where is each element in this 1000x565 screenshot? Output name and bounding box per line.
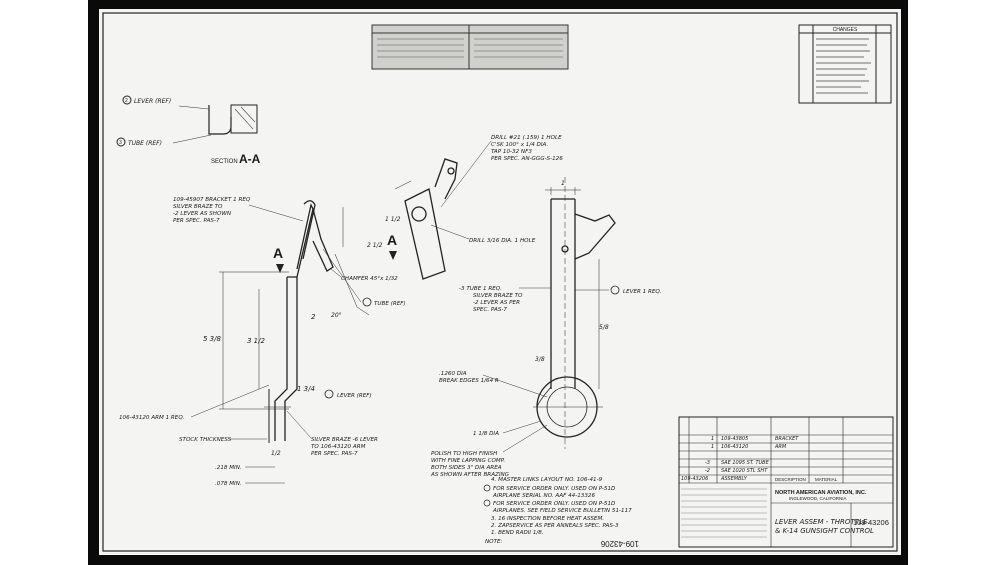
note-2: 2. ZAPSERVICE AS PER ANNEALS SPEC. PAS-3 [491, 523, 619, 529]
dim-offset: 2 [311, 313, 316, 321]
note-service-3: FOR SERVICE ORDER ONLY. USED ON P-51D [493, 501, 616, 507]
note-header: NOTE: [485, 539, 503, 545]
drill-top-4: PER SPEC. AN-GGG-S-126 [491, 156, 563, 162]
dim-lever-width: 5/8 [599, 324, 609, 331]
polish-1: POLISH TO HIGH FINISH [431, 451, 498, 457]
spec-table [371, 24, 569, 70]
hole-dia-1: .1260 DIA [439, 371, 467, 377]
drill-top-1: DRILL #21 (.159) 1 HOLE [491, 135, 562, 141]
chamfer: CHAMFER 45°x 1/32 [341, 276, 398, 282]
tube-req-4: SPEC. PAS-7 [473, 307, 507, 313]
note-service-2: AIRPLANE SERIAL NO. AAF 44-13326 [492, 493, 595, 499]
callouts: 109-45907 BRACKET 1 REQ SILVER BRAZE TO … [119, 135, 662, 487]
margin-number: 109-43206 [600, 539, 639, 548]
section-arrows: A A [273, 232, 397, 273]
silver-braze-3: PER SPEC. PAS-7 [311, 451, 358, 457]
silver-braze-2: TO 106-43120 ARM [311, 444, 366, 450]
section-tube-callout: TUBE (REF) [128, 140, 162, 147]
bracket-callout-2: SILVER BRAZE TO [173, 204, 223, 210]
lever-ref: LEVER (REF) [337, 393, 372, 399]
pl-row1-qty: 1 [711, 436, 714, 442]
pl-row4-desc: SAE 1020 STL SHT [721, 468, 768, 474]
dim-stock: 1/2 [271, 450, 281, 457]
dimensions: 5 3/8 3 1/2 2 20° 1 3/4 1 1/2 1/2 2 1/2 … [203, 180, 609, 457]
note-1: 1. BEND RADII 1/8. [491, 530, 544, 536]
pl-row4-qty: -2 [705, 468, 710, 474]
revisions-header: CHANGES [833, 27, 858, 33]
drill-dia: DRILL 3/16 DIA. 1 HOLE [469, 238, 536, 244]
bracket-callout-1: 109-45907 BRACKET 1 REQ [173, 197, 251, 203]
section-letter-a-right: A [387, 232, 397, 248]
pl-row2-qty: 1 [711, 444, 714, 450]
tube-req-3: -2 LEVER AS PER [473, 300, 520, 306]
dim-overall-height: 5 3/8 [203, 335, 221, 343]
pl-row5-desc: ASSEMBLY [720, 476, 748, 482]
dim-bend: 1 3/4 [297, 385, 315, 393]
polish-3: BOTH SIDES 3" DIA AREA [431, 465, 502, 471]
tube-req-1: -3 TUBE 1 REQ. [459, 286, 502, 292]
drill-bracket [394, 158, 458, 280]
company-city: INGLEWOOD, CALIFORNIA [789, 496, 847, 501]
outer-dia: 1 1/8 DIA [473, 431, 499, 437]
stock-callout: STOCK THICKNESS [179, 437, 232, 443]
dim-218: .218 MIN. [215, 465, 242, 471]
svg-text:3: 3 [119, 140, 122, 146]
description-header: DESCRIPTION [775, 477, 806, 482]
tube-req-2: SILVER BRAZE TO [473, 293, 523, 299]
note-3: 3. 16 INSPECTION BEFORE HEAT ASSEM. [491, 516, 604, 522]
dim-lever-height: 3 1/2 [247, 337, 265, 345]
dim-078: .078 MIN. [215, 481, 242, 487]
hole-dia-2: BREAK EDGES 1/64 R [439, 378, 499, 384]
note-service-4: AIRPLANES. SEE FIELD SERVICE BULLETIN 51… [492, 508, 632, 514]
drill-top-3: TAP 10-32 NF3 [491, 149, 532, 155]
drawing-sheet: CHANGES 2 LEVER (REF) 3 TUBE (REF) SECTI… [99, 9, 901, 555]
drawing-border [102, 12, 898, 552]
arm-callout: 106-43120 ARM 1 REQ. [119, 415, 185, 421]
tube-ref-callout: TUBE (REF) [374, 301, 406, 307]
polish-2: WITH FINE LAPPING COMP. [431, 458, 505, 464]
dim-bracket-height: 1 1/2 [385, 216, 401, 223]
pl-row3-qty: -3 [705, 460, 710, 466]
silver-braze-1: SILVER BRAZE -6 LEVER [311, 437, 378, 443]
dim-bracket-width: 2 1/2 [367, 242, 383, 249]
section-a-a: 2 LEVER (REF) 3 TUBE (REF) SECTION A-A [116, 95, 261, 166]
revisions-table: CHANGES [798, 24, 892, 104]
pl-row5-part: 109-43206 [681, 476, 708, 482]
note-service-1: FOR SERVICE ORDER ONLY. USED ON P-51D [493, 486, 616, 492]
pl-row2-part: 106-43120 [721, 444, 748, 450]
front-view [533, 177, 616, 449]
drill-top-2: C'SK 100° x 1/4 DIA. [491, 142, 548, 148]
drawing-number: 109-43206 [853, 518, 889, 527]
dim-angle: 20° [331, 312, 342, 319]
dim-hub: 3/8 [535, 356, 545, 363]
pl-row1-part: 109-43805 [721, 436, 748, 442]
title-block: 109-43805 1 BRACKET 106-43120 1 ARM -3 S… [678, 416, 894, 548]
side-view [219, 200, 370, 443]
title-line-2: & K-14 GUNSIGHT CONTROL [775, 527, 874, 535]
pl-row2-desc: ARM [774, 444, 787, 450]
dim-top: 1 [561, 180, 565, 187]
section-title: A-A [239, 152, 261, 166]
section-letter-a-left: A [273, 245, 283, 261]
material-header: MATERIAL [815, 477, 838, 482]
section-lever-callout: LEVER (REF) [134, 98, 171, 105]
bracket-callout-4: PER SPEC. PAS-7 [173, 218, 220, 224]
svg-text:2: 2 [125, 98, 128, 104]
pl-row3-desc: SAE 1095 ST. TUBE [721, 460, 770, 466]
notes: 4. MASTER LINKS LAYOUT NO. 106-41-9 FOR … [483, 477, 632, 545]
bracket-callout-3: -2 LEVER AS SHOWN [173, 211, 232, 217]
engineering-drawing: CHANGES 2 LEVER (REF) 3 TUBE (REF) SECTI… [102, 12, 898, 552]
polish-4: AS SHOWN AFTER BRAZING [430, 472, 510, 478]
pl-row1-desc: BRACKET [775, 436, 799, 442]
svg-text:109-43206: 109-43206 [600, 539, 639, 548]
note-4: 4. MASTER LINKS LAYOUT NO. 106-41-9 [491, 477, 603, 483]
lever-req: LEVER 1 REQ. [623, 289, 662, 295]
section-title-prefix: SECTION [211, 159, 238, 165]
title-line-1: LEVER ASSEM - THROTTLE [775, 518, 868, 526]
company-name: NORTH AMERICAN AVIATION, INC. [775, 490, 867, 496]
